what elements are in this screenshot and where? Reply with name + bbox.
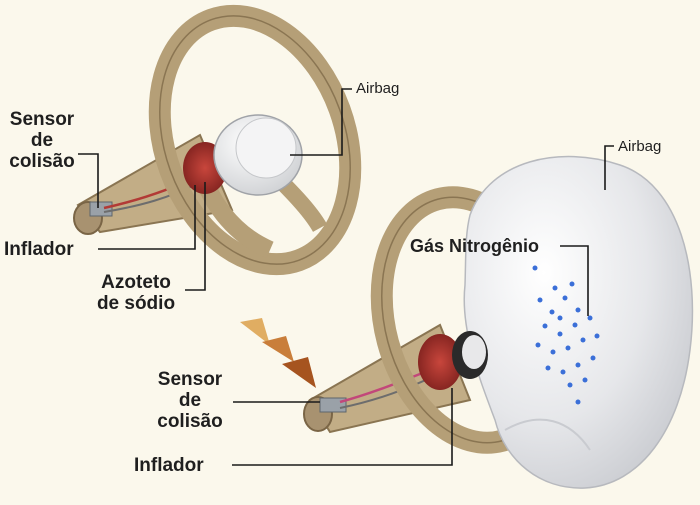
- label-inflador-top: Inflador: [4, 239, 74, 260]
- top-steering-wheel: [73, 4, 362, 276]
- leader-inflador-top: [98, 185, 196, 250]
- leader-airbag-right: [604, 145, 614, 190]
- leader-airbag-top: [290, 88, 352, 156]
- bottom-airbag: [463, 155, 694, 489]
- label-airbag-right: Airbag: [618, 138, 662, 155]
- leader-sensor-top: [78, 153, 99, 208]
- label-gas-nitrogenio: Gás Nitrogênio: [410, 236, 540, 256]
- impact-arrow-2: [262, 336, 294, 362]
- bottom-sensor-box: [319, 397, 347, 413]
- top-wheel-rim-edge: [159, 15, 351, 265]
- nitrogen-gas-dots: [532, 265, 600, 405]
- label-sensor-bottom: Sensor de colisão: [157, 369, 223, 432]
- impact-arrows: [240, 318, 316, 388]
- top-airbag-module-face: [235, 117, 297, 179]
- leader-gas: [560, 245, 589, 316]
- leader-azoteto: [185, 182, 206, 291]
- label-airbag-top: Airbag: [356, 80, 400, 97]
- impact-arrow-3: [282, 357, 316, 388]
- impact-arrow-1: [240, 318, 270, 345]
- bottom-wire-grey: [339, 377, 431, 409]
- bottom-airbag-fold: [504, 418, 591, 451]
- label-azoteto: Azoteto de sódio: [96, 272, 176, 314]
- bottom-hub-inner: [462, 335, 486, 369]
- leader-lines: [78, 88, 614, 466]
- leader-inflador-bottom: [232, 388, 453, 466]
- label-sensor-top: Sensor de colisão: [9, 109, 75, 172]
- top-sensor-box: [89, 201, 113, 217]
- bottom-inflator: [418, 334, 462, 390]
- bottom-steering-wheel: [303, 155, 694, 489]
- label-inflador-bottom: Inflador: [134, 455, 204, 476]
